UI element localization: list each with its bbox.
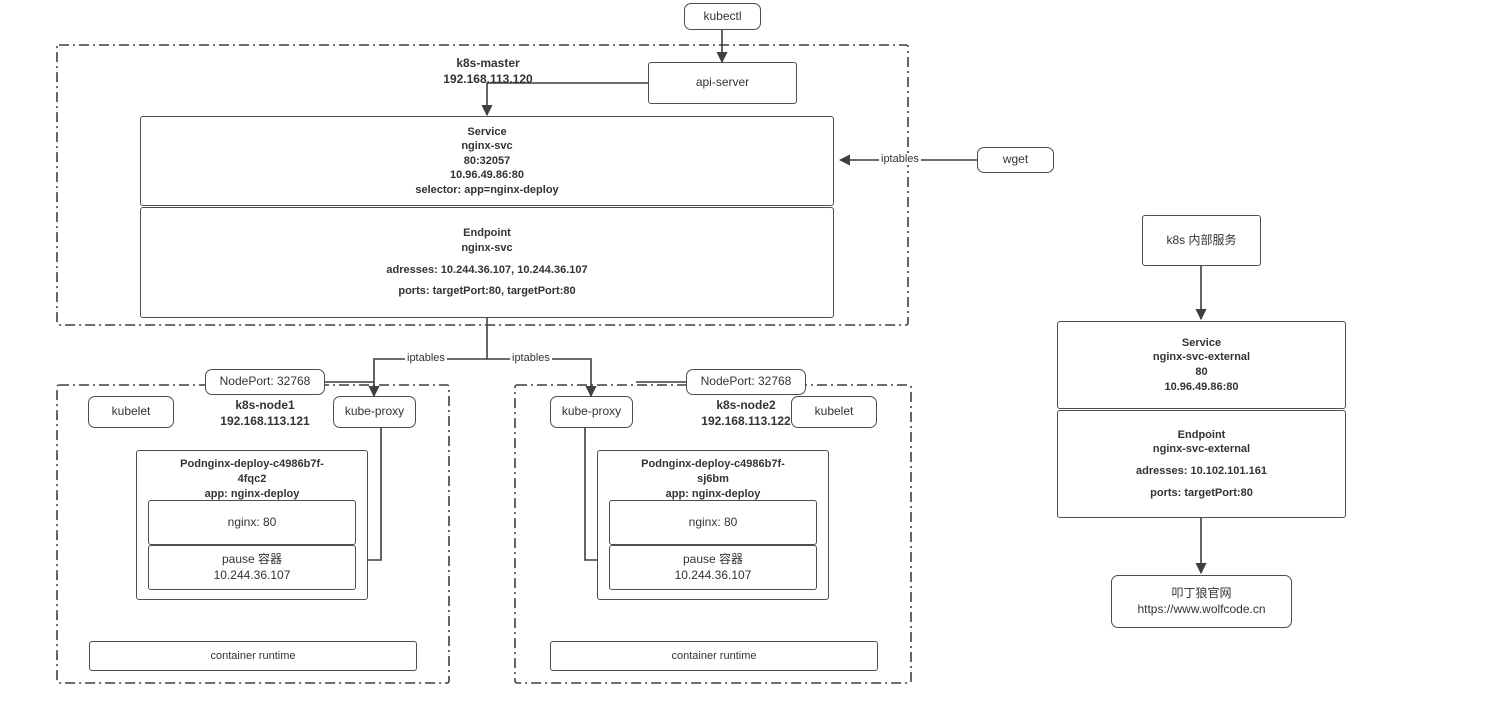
node2-name: k8s-node2 <box>716 398 776 412</box>
node1-nodeport-label: NodePort: 32768 <box>219 374 311 389</box>
wire-endpoint-to-node2-proxy <box>487 358 597 398</box>
node1-kube-proxy-label: kube-proxy <box>344 404 405 419</box>
master-service-box[interactable]: Service nginx-svc 80:32057 10.96.49.86:8… <box>140 116 834 206</box>
master-endpoint-ports: ports: targetPort:80, targetPort:80 <box>398 285 576 298</box>
wget-label: wget <box>1002 152 1029 167</box>
node2-pod-name-line2: sj6bm <box>697 472 729 485</box>
node1-container-runtime-label: container runtime <box>210 649 296 662</box>
kubectl-box[interactable]: kubectl <box>684 3 761 30</box>
kubectl-label: kubectl <box>703 8 742 23</box>
iptables-text: iptables <box>512 352 550 364</box>
node1-pod-name-line2: 4fqc2 <box>237 472 267 485</box>
external-endpoint-addresses: adresses: 10.102.101.161 <box>1136 465 1267 477</box>
node1-kube-proxy-box[interactable]: kube-proxy <box>333 396 416 428</box>
external-service-cluster-ip: 10.96.49.86:80 <box>1164 380 1239 393</box>
wolfcode-site-url: https://www.wolfcode.cn <box>1137 601 1266 616</box>
k8s-internal-service-box[interactable]: k8s 内部服务 <box>1142 215 1261 266</box>
node1-container-nginx-label: nginx: 80 <box>227 514 277 529</box>
master-service-cluster-ip: 10.96.49.86:80 <box>449 169 524 182</box>
k8s-master-region-label: k8s-master 192.168.113.120 <box>398 56 578 87</box>
master-service-selector: selector: app=nginx-deploy <box>415 183 559 196</box>
external-endpoint-name: nginx-svc-external <box>1152 443 1251 456</box>
node2-ip: 192.168.113.122 <box>701 413 791 428</box>
node1-nodeport-box[interactable]: NodePort: 32768 <box>205 369 325 395</box>
wolfcode-site-box[interactable]: 叩丁狼官网 https://www.wolfcode.cn <box>1111 575 1292 628</box>
master-service-title: Service <box>467 125 507 138</box>
k8s-master-ip: 192.168.113.120 <box>443 71 533 86</box>
external-endpoint-ports: ports: targetPort:80 <box>1150 486 1253 499</box>
external-service-title: Service <box>1181 336 1222 349</box>
k8s-internal-service-label: k8s 内部服务 <box>1166 232 1237 247</box>
node2-container-runtime-box[interactable]: container runtime <box>550 641 878 671</box>
api-server-label: api-server <box>695 75 750 90</box>
node1-container-pause-title: pause 容器 <box>221 551 283 566</box>
master-endpoint-box[interactable]: Endpoint nginx-svc adresses: 10.244.36.1… <box>140 207 834 318</box>
external-service-box[interactable]: Service nginx-svc-external 80 10.96.49.8… <box>1057 321 1346 409</box>
iptables-text: iptables <box>407 352 445 364</box>
external-endpoint-box[interactable]: Endpoint nginx-svc-external adresses: 10… <box>1057 410 1346 518</box>
node1-kubelet-box[interactable]: kubelet <box>88 396 174 428</box>
node1-pod-name-line1: Podnginx-deploy-c4986b7f- <box>180 458 324 470</box>
node1-ip: 192.168.113.121 <box>220 413 310 428</box>
node1-kubelet-label: kubelet <box>111 404 151 419</box>
master-service-ports: 80:32057 <box>463 154 511 167</box>
master-service-name: nginx-svc <box>461 140 513 153</box>
node2-region-label: k8s-node2 192.168.113.122 <box>666 398 826 429</box>
wget-box[interactable]: wget <box>977 147 1054 173</box>
iptables-label-node1: iptables <box>405 352 447 364</box>
node1-region-label: k8s-node1 192.168.113.121 <box>185 398 345 429</box>
node2-container-pause-title: pause 容器 <box>682 551 744 566</box>
master-endpoint-name: nginx-svc <box>461 241 513 254</box>
node2-container-runtime-label: container runtime <box>671 649 757 662</box>
node2-container-pause-ip: 10.244.36.107 <box>674 567 752 582</box>
node1-pod-header: Podnginx-deploy-c4986b7f- 4fqc2 app: ngi… <box>137 451 367 502</box>
wolfcode-site-title: 叩丁狼官网 <box>1171 585 1232 600</box>
node2-container-nginx-label: nginx: 80 <box>688 514 738 529</box>
node2-container-pause[interactable]: pause 容器 10.244.36.107 <box>609 545 817 590</box>
node1-container-pause[interactable]: pause 容器 10.244.36.107 <box>148 545 356 590</box>
node2-pod-name-line1: Podnginx-deploy-c4986b7f- <box>641 458 785 470</box>
iptables-label-wget: iptables <box>879 153 921 165</box>
wire-endpoint-to-node1-proxy <box>368 358 487 398</box>
node2-nodeport-box[interactable]: NodePort: 32768 <box>686 369 806 395</box>
node1-container-pause-ip: 10.244.36.107 <box>213 567 291 582</box>
node1-container-runtime-box[interactable]: container runtime <box>89 641 417 671</box>
node1-container-nginx[interactable]: nginx: 80 <box>148 500 356 545</box>
api-server-box[interactable]: api-server <box>648 62 797 104</box>
node1-name: k8s-node1 <box>235 398 295 412</box>
node2-kube-proxy-box[interactable]: kube-proxy <box>550 396 633 428</box>
iptables-text: iptables <box>881 153 919 165</box>
external-service-name: nginx-svc-external <box>1152 351 1251 364</box>
k8s-master-name: k8s-master <box>456 56 520 70</box>
node2-kube-proxy-label: kube-proxy <box>561 404 622 419</box>
wire-apiserver-to-service <box>481 82 648 117</box>
node2-nodeport-label: NodePort: 32768 <box>700 374 792 389</box>
node2-container-nginx[interactable]: nginx: 80 <box>609 500 817 545</box>
master-endpoint-addresses: adresses: 10.244.36.107, 10.244.36.107 <box>386 263 588 276</box>
iptables-label-node2: iptables <box>510 352 552 364</box>
external-endpoint-title: Endpoint <box>1177 428 1226 441</box>
master-endpoint-title: Endpoint <box>463 227 511 240</box>
external-service-port: 80 <box>1195 366 1208 378</box>
node2-pod-header: Podnginx-deploy-c4986b7f- sj6bm app: ngi… <box>598 451 828 502</box>
